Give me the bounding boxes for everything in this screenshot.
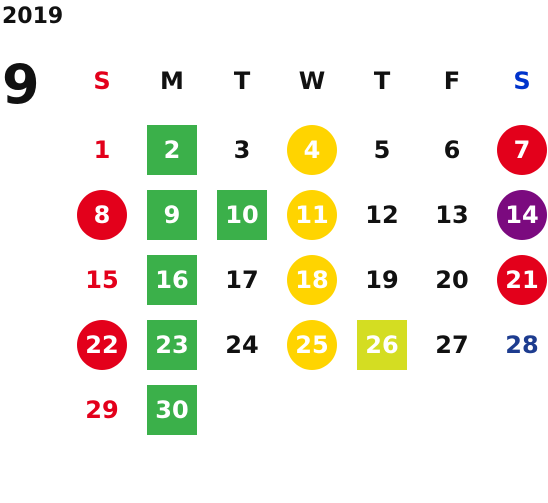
day-number: 20	[435, 265, 469, 294]
day-number: 18	[287, 254, 337, 305]
weekday-header: S	[513, 66, 531, 95]
day-cell[interactable]: 26	[347, 312, 417, 377]
day-cell[interactable]: 16	[137, 247, 207, 312]
day-cell[interactable]: 24	[207, 312, 277, 377]
weekday-header: M	[160, 66, 184, 95]
year-label: 2019	[2, 4, 64, 29]
day-cell[interactable]: 14	[487, 182, 548, 247]
day-cell[interactable]: 25	[277, 312, 347, 377]
day-cell[interactable]: 8	[67, 182, 137, 247]
weekday-header: S	[93, 66, 111, 95]
day-number: 16	[147, 254, 197, 305]
day-cell[interactable]: 30	[137, 377, 207, 442]
day-number: 15	[85, 265, 119, 294]
day-number: 14	[497, 189, 547, 240]
day-cell[interactable]: 13	[417, 182, 487, 247]
weekday-header: F	[443, 66, 461, 95]
day-number: 29	[85, 395, 119, 424]
day-number: 6	[443, 135, 461, 164]
day-number: 8	[77, 189, 127, 240]
day-number: 1	[93, 135, 111, 164]
day-number: 22	[77, 319, 127, 370]
day-cell[interactable]: 6	[417, 117, 487, 182]
day-cell[interactable]: 10	[207, 182, 277, 247]
day-number: 12	[365, 200, 399, 229]
weekday-header: T	[373, 66, 391, 95]
day-number: 19	[365, 265, 399, 294]
day-number: 11	[287, 189, 337, 240]
weekday-header: T	[233, 66, 251, 95]
day-number: 7	[497, 124, 547, 175]
day-cell[interactable]: 23	[137, 312, 207, 377]
day-number: 28	[505, 330, 539, 359]
day-cell[interactable]: 12	[347, 182, 417, 247]
day-number: 30	[147, 384, 197, 435]
day-cell[interactable]: 17	[207, 247, 277, 312]
day-cell[interactable]: 29	[67, 377, 137, 442]
day-number: 27	[435, 330, 469, 359]
day-cell[interactable]: 19	[347, 247, 417, 312]
day-cell[interactable]: 11	[277, 182, 347, 247]
day-number: 5	[373, 135, 391, 164]
day-number: 24	[225, 330, 259, 359]
day-cell[interactable]: 2	[137, 117, 207, 182]
day-cell[interactable]: 22	[67, 312, 137, 377]
day-cell[interactable]: 21	[487, 247, 548, 312]
day-cell[interactable]: 4	[277, 117, 347, 182]
day-cell[interactable]: 1	[67, 117, 137, 182]
day-number: 26	[357, 319, 407, 370]
day-cell[interactable]: 15	[67, 247, 137, 312]
day-cell[interactable]: 7	[487, 117, 548, 182]
day-number: 10	[217, 189, 267, 240]
day-number: 4	[287, 124, 337, 175]
day-cell[interactable]: 28	[487, 312, 548, 377]
weekday-header: W	[298, 66, 326, 95]
day-number: 2	[147, 124, 197, 175]
day-number: 21	[497, 254, 547, 305]
day-cell[interactable]: 27	[417, 312, 487, 377]
day-cell[interactable]: 3	[207, 117, 277, 182]
day-number: 13	[435, 200, 469, 229]
day-cell[interactable]: 18	[277, 247, 347, 312]
day-cell[interactable]: 9	[137, 182, 207, 247]
month-number: 9	[2, 53, 40, 116]
day-number: 3	[233, 135, 251, 164]
day-cell[interactable]: 20	[417, 247, 487, 312]
day-number: 9	[147, 189, 197, 240]
day-number: 23	[147, 319, 197, 370]
day-cell[interactable]: 5	[347, 117, 417, 182]
day-number: 17	[225, 265, 259, 294]
day-number: 25	[287, 319, 337, 370]
